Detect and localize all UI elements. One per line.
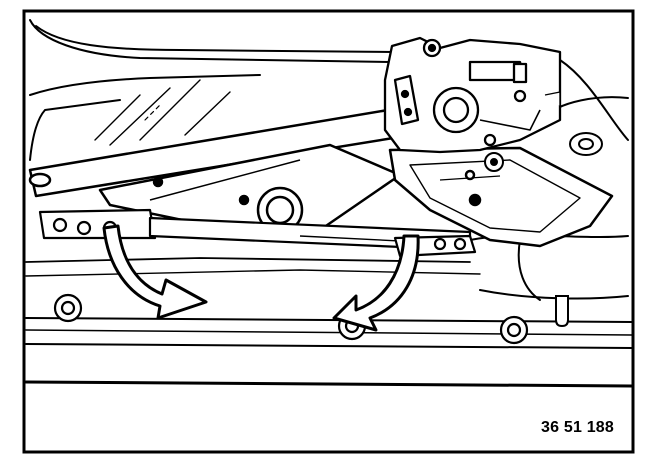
bolt bbox=[53, 293, 83, 323]
door-sill bbox=[24, 257, 634, 388]
lower-arrow-right bbox=[332, 234, 420, 332]
hinge-pivot bbox=[484, 152, 569, 328]
frame-border bbox=[22, 9, 635, 454]
bolt bbox=[499, 315, 529, 345]
pump-cylinder bbox=[38, 208, 477, 258]
cover-panel bbox=[388, 146, 614, 248]
hinge-mount-bracket bbox=[383, 36, 562, 154]
lower-arrow-left bbox=[102, 224, 208, 320]
figure-reference-number: 36 51 188 bbox=[541, 419, 614, 436]
